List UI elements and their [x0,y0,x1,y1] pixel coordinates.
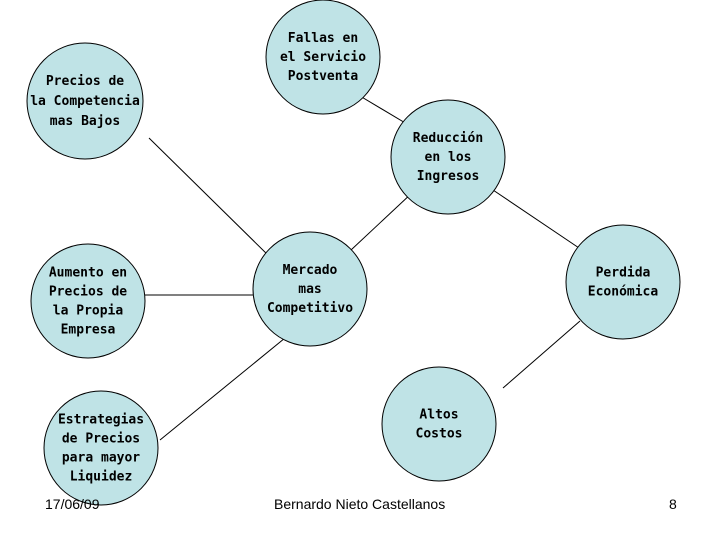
connector-line [350,191,414,251]
node-circle [30,243,146,359]
node-label-line: Altos [419,408,458,423]
node-circle [565,224,681,340]
node-label-line: Fallas en [288,31,358,46]
node-label-line: Aumento en [49,266,127,281]
node-label-line: Postventa [288,69,359,84]
node-label-line: Reducción [413,131,483,146]
node-circle [265,0,381,115]
connector-line [148,137,272,259]
node-label-line: Económica [588,285,659,300]
node-label-line: Precios de [46,74,124,89]
node-label-line: en los [425,150,472,165]
node-label-line: Empresa [61,323,116,338]
connector-line [159,337,286,441]
node-label-line: Precios de [49,285,127,300]
node-precios-competencia: Precios de la Competencia mas Bajos [26,42,144,160]
node-circle [43,390,159,506]
diagram-edges [145,95,586,441]
node-label-line: Competitivo [267,301,353,316]
node-label-line: para mayor [62,451,140,466]
footer-date: 17/06/09 [45,496,100,512]
diagram-nodes: Precios de la Competencia mas Bajos Fallas … [26,0,681,506]
footer-author: Bernardo Nieto Castellanos [274,496,446,512]
node-label-line: Costos [416,427,463,442]
node-label-line: Perdida [596,266,651,281]
node-circle [381,366,497,482]
node-circle [26,42,144,160]
node-label-line: Mercado [283,263,338,278]
connector-line [492,189,586,253]
node-circle [390,99,506,215]
node-label-line: mas Bajos [50,114,120,129]
node-label-line: el Servicio [280,50,366,65]
node-label-line: mas [298,282,321,297]
footer-page-number: 8 [669,496,677,512]
node-label-line: la Propia [53,304,124,319]
node-label-line: de Precios [62,432,140,447]
connector-line [502,320,581,389]
node-label-line: la Competencia [30,94,140,109]
node-label-line: Estrategias [58,413,144,428]
node-label-line: Ingresos [417,169,480,184]
node-circle [252,231,368,347]
node-label-line: Liquidez [70,470,133,485]
